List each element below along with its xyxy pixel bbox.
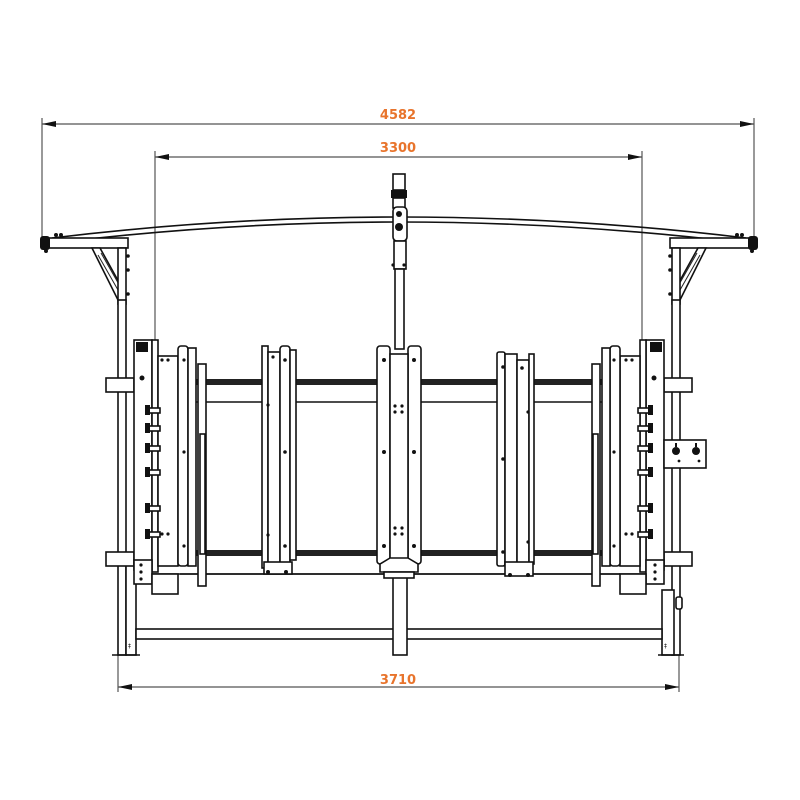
dimension-label-inner: 3300 [380, 141, 416, 156]
arrow-left-icon [118, 684, 132, 690]
far-right-column [591, 339, 665, 595]
right-bracket [668, 233, 758, 305]
dimension-inner-width: 3300 [154, 141, 643, 340]
left-column [261, 345, 297, 575]
arrow-right-icon [665, 684, 679, 690]
left-rail-clamps [105, 377, 135, 567]
center-mast [391, 173, 408, 656]
right-upright: ‡ [658, 299, 684, 656]
arrow-right-icon [628, 154, 642, 160]
control-panel [663, 439, 707, 469]
dimension-label-base: 3710 [380, 673, 416, 688]
dimension-base-width: 3710 [117, 655, 680, 692]
far-left-column [133, 339, 207, 595]
center-column [376, 345, 422, 579]
knob-icon [692, 447, 700, 455]
left-bracket [40, 233, 130, 305]
arrow-left-icon [155, 154, 169, 160]
svg-text:‡: ‡ [128, 643, 131, 650]
right-column [496, 351, 535, 577]
arrow-right-icon [740, 121, 754, 127]
dimension-label-overall: 4582 [380, 108, 416, 123]
svg-text:‡: ‡ [664, 643, 667, 650]
dimension-overall-width: 4582 [41, 108, 755, 240]
arrow-left-icon [42, 121, 56, 127]
knob-icon [672, 447, 680, 455]
right-rail-clamps [663, 377, 693, 567]
